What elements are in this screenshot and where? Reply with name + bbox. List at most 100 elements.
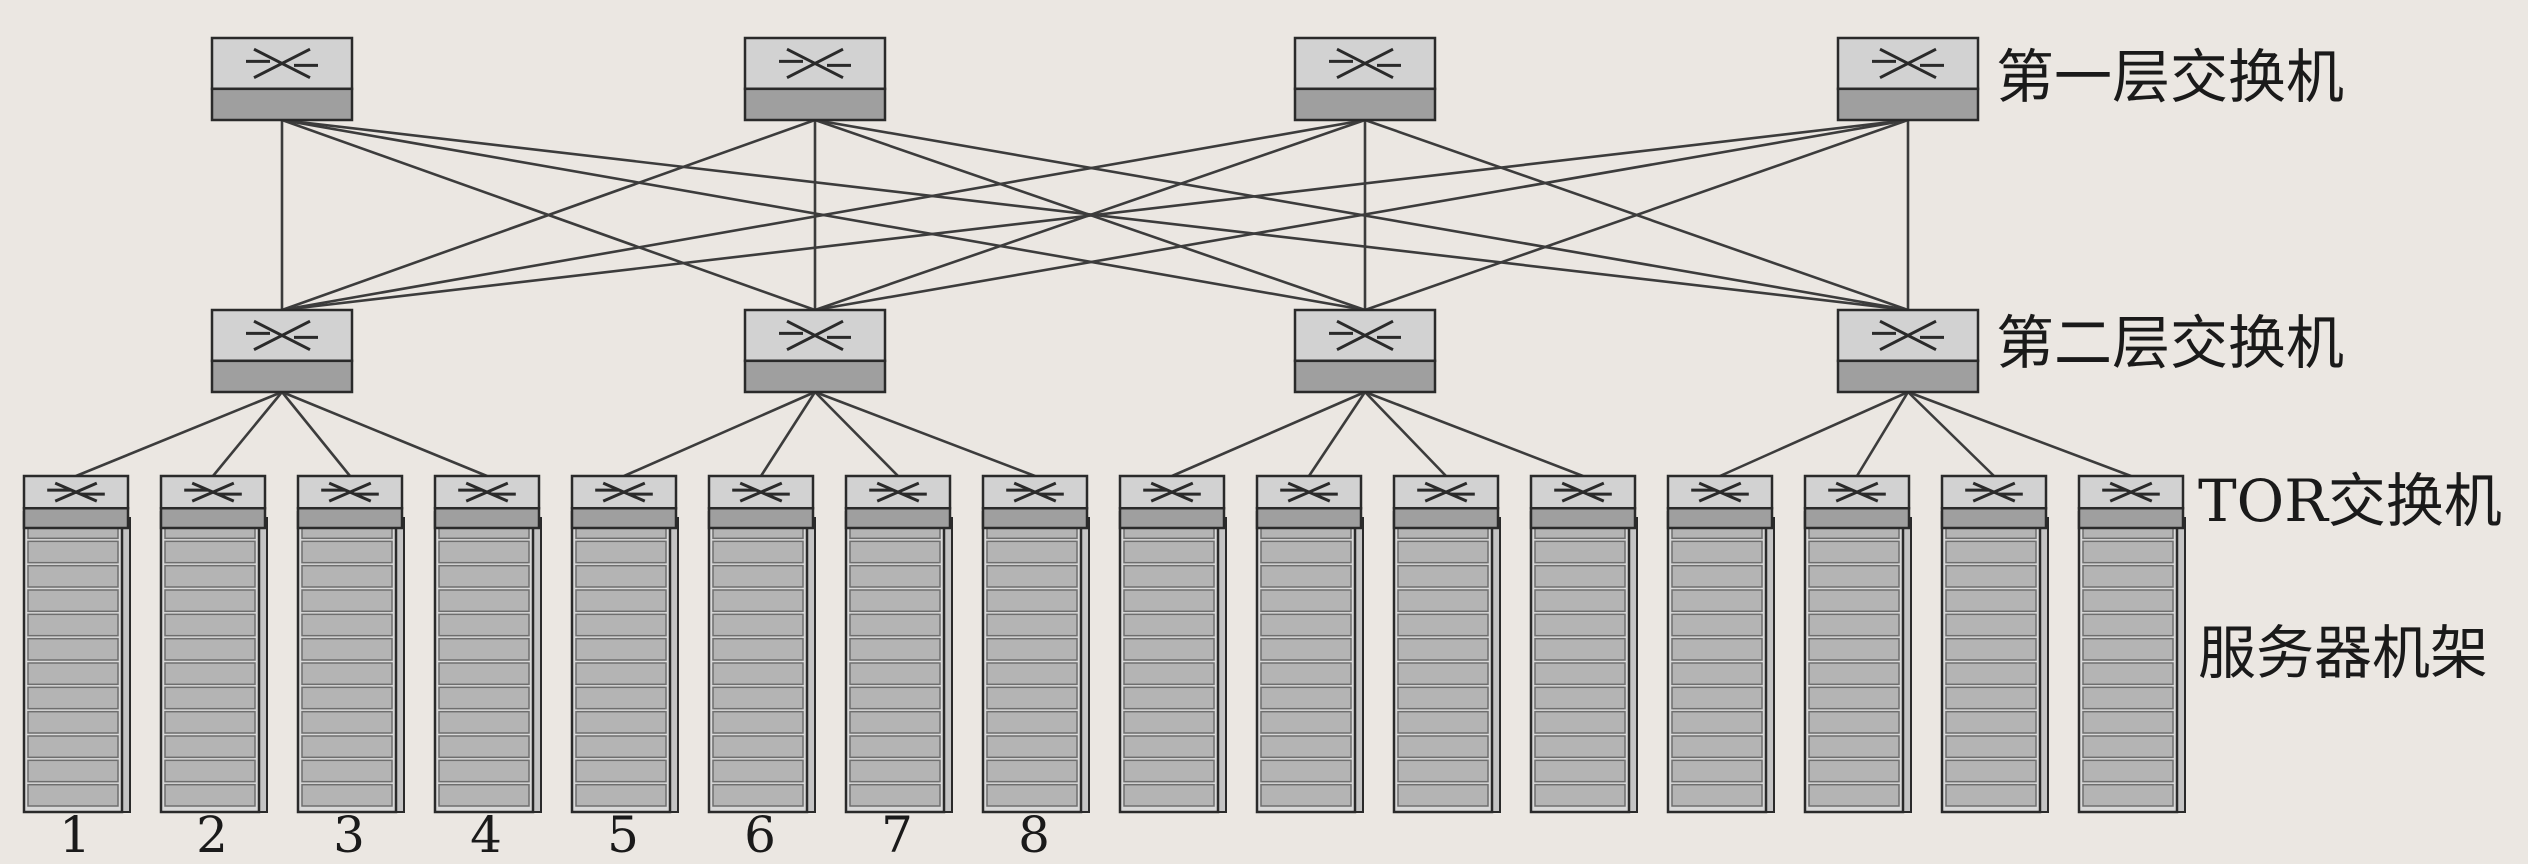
rack-numbers: 1 2 3 4 5 6 7 8 (59, 806, 1050, 864)
tier1-switch-3 (1293, 36, 1437, 122)
network-switch-icon (2102, 481, 2160, 503)
tier1-tier2-links (280, 118, 1910, 312)
tier1-label: 第一层交换机 (1996, 43, 2344, 111)
tor-link-line (1171, 390, 1366, 478)
tor-switch-11 (1392, 474, 1500, 530)
server-rack-2 (159, 510, 268, 814)
tier2-switch-1 (210, 308, 354, 394)
tier2-switch-3 (1293, 308, 1437, 394)
network-switch-icon (1828, 481, 1886, 503)
network-switch-icon (321, 481, 379, 503)
server-rack-13 (1666, 510, 1775, 814)
network-switch-icon (246, 319, 318, 351)
rack-number-2: 2 (196, 806, 228, 860)
tor-link-line (211, 391, 284, 477)
server-rack-1 (22, 510, 131, 814)
tor-switch-6 (707, 474, 815, 530)
network-switch-icon (458, 481, 516, 503)
network-switch-icon (1143, 481, 1201, 503)
network-switch-icon (779, 319, 851, 351)
tier1-switch-4 (1836, 36, 1980, 122)
tor-link-line (1307, 391, 1367, 477)
network-switch-icon (1280, 481, 1338, 503)
server-rack-6 (707, 510, 816, 814)
network-switch-icon (1691, 481, 1749, 503)
tor-switch-13 (1666, 474, 1774, 530)
server-rack-7 (844, 510, 953, 814)
tor-switch-15 (1940, 474, 2048, 530)
server-rack-4 (433, 510, 542, 814)
network-switch-icon (47, 481, 105, 503)
tor-switch-14 (1803, 474, 1911, 530)
rack-number-7: 7 (881, 806, 913, 860)
tor-switch-5 (570, 474, 678, 530)
uplink-line (1364, 118, 1909, 312)
tor-switch-7 (844, 474, 952, 530)
tier1-switches (210, 36, 1980, 122)
server-rack-11 (1392, 510, 1501, 814)
tor-link-line (281, 390, 488, 478)
tor-switch-4 (433, 474, 541, 530)
tier2-label: 第二层交换机 (1996, 309, 2344, 377)
server-rack-14 (1803, 510, 1912, 814)
network-switch-icon (1329, 47, 1401, 79)
tor-link-line (1907, 391, 1995, 477)
uplink-line (281, 118, 816, 312)
tier2-switches (210, 308, 1980, 394)
server-rack-5 (570, 510, 679, 814)
network-switch-icon (779, 47, 851, 79)
server-rack-8 (981, 510, 1090, 814)
tier2-switch-4 (1836, 308, 1980, 394)
rack-number-1: 1 (59, 806, 91, 860)
tier2-tor-links (75, 390, 2132, 478)
server-racks (22, 510, 2186, 814)
uplink-line (281, 118, 1909, 312)
tor-link-line (814, 390, 1036, 478)
tor-switch-2 (159, 474, 267, 530)
network-switch-icon (1006, 481, 1064, 503)
server-rack-9 (1118, 510, 1227, 814)
server-rack-15 (1940, 510, 2049, 814)
tor-link-line (1907, 390, 2132, 478)
tor-switch-12 (1529, 474, 1637, 530)
network-switch-icon (246, 47, 318, 79)
rack-number-3: 3 (333, 806, 365, 860)
tor-switch-10 (1255, 474, 1363, 530)
tor-link-line (759, 391, 817, 477)
rack-number-8: 8 (1018, 806, 1050, 860)
tor-link-line (1364, 390, 1584, 478)
network-switch-icon (732, 481, 790, 503)
tor-switches (22, 474, 2185, 530)
network-switch-icon (1872, 319, 1944, 351)
tor-switch-8 (981, 474, 1089, 530)
tor-switch-3 (296, 474, 404, 530)
network-switch-icon (1965, 481, 2023, 503)
tor-link-line (623, 390, 816, 478)
tor-label: TOR交换机 (2198, 467, 2502, 535)
tor-link-line (1364, 391, 1447, 477)
tier2-switch-2 (743, 308, 887, 394)
uplink-line (814, 118, 1909, 312)
tor-switch-9 (1118, 474, 1226, 530)
network-switch-icon (184, 481, 242, 503)
network-switch-icon (595, 481, 653, 503)
network-switch-icon (1554, 481, 1612, 503)
server-rack-12 (1529, 510, 1638, 814)
tor-switch-16 (2077, 474, 2185, 530)
tor-link-line (1719, 390, 1909, 478)
network-switch-icon (1872, 47, 1944, 79)
server-rack-10 (1255, 510, 1364, 814)
tor-link-line (75, 390, 283, 478)
tor-link-line (280, 391, 352, 477)
tor-switch-1 (22, 474, 130, 530)
server-rack-16 (2077, 510, 2186, 814)
tor-link-line (814, 391, 899, 477)
network-switch-icon (1329, 319, 1401, 351)
uplink-line (281, 118, 1366, 312)
rack-number-4: 4 (470, 806, 502, 860)
rack-number-5: 5 (607, 806, 639, 860)
rack-number-6: 6 (744, 806, 776, 860)
network-switch-icon (1417, 481, 1475, 503)
